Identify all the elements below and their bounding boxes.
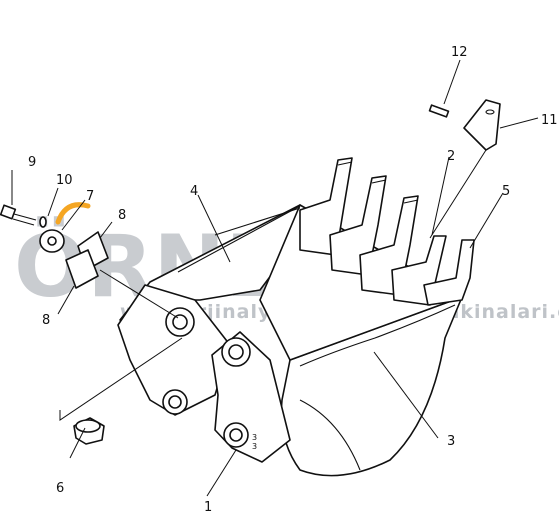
callout-5: 5 (502, 184, 510, 199)
watermark-accent-arc (55, 202, 91, 225)
callout-6: 6 (56, 481, 64, 496)
plug-6 (73, 417, 105, 445)
bucket-bracket-rear (117, 284, 231, 416)
callout-labels: 1 2 3 4 5 6 7 8 8 9 10 11 12 (28, 45, 558, 515)
callout-12: 12 (451, 45, 468, 60)
callout-10: 10 (56, 173, 73, 188)
nut-7 (39, 229, 65, 253)
pin-12 (428, 104, 450, 118)
tooth-point-11 (463, 99, 501, 151)
callout-2: 2 (447, 149, 455, 164)
svg-text:3: 3 (252, 433, 257, 442)
callout-3: 3 (447, 434, 455, 449)
svg-text:3: 3 (252, 442, 257, 451)
bolt-9 (0, 204, 37, 226)
callout-7: 7 (86, 189, 94, 204)
callout-11: 11 (541, 113, 558, 128)
callout-1: 1 (204, 500, 212, 515)
callout-8-upper: 8 (118, 208, 126, 223)
shim-8-lower (65, 249, 99, 289)
leader-lines (11, 59, 539, 497)
callout-9: 9 (28, 155, 36, 170)
bucket-teeth (299, 157, 475, 306)
callout-4: 4 (190, 184, 198, 199)
shim-axis-line (99, 269, 179, 319)
bucket-bracket-front: 3 3 (211, 331, 291, 463)
callout-8-lower: 8 (42, 313, 50, 328)
side-cutter (177, 205, 301, 273)
washer-10 (39, 216, 47, 228)
